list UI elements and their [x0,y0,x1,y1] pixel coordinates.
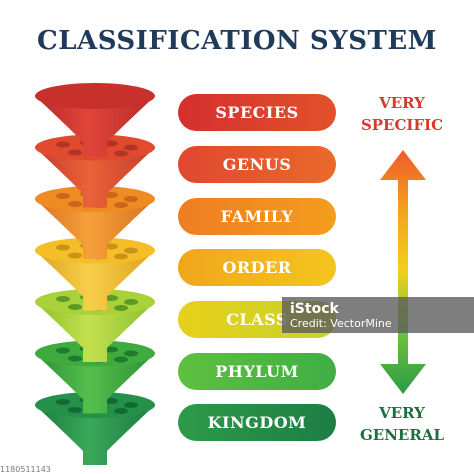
funnel-hole [124,247,138,254]
funnel-stack [35,83,155,465]
very-specific-label: VERY SPECIFIC [350,92,454,136]
funnel-hole [114,408,128,414]
funnel-genus [35,134,155,208]
pill-label: FAMILY [220,207,294,226]
funnel-hole [124,402,138,408]
funnel-body [35,353,155,414]
pill-label: SPECIES [215,103,299,122]
pill-order: ORDER [178,249,336,286]
page-title: CLASSIFICATION SYSTEM [37,26,437,56]
funnel-hole [56,193,70,199]
funnel-hole [68,407,82,413]
funnel-hole [114,305,128,311]
pill-label: GENUS [222,155,292,174]
very-specific-line1: VERY [379,94,425,112]
funnel-hole [68,252,82,259]
funnel-species [35,83,155,156]
funnel-hole [104,192,118,198]
funnel-hole [124,299,138,305]
pill-label: CLASS [226,310,288,329]
funnel-hole [114,202,128,208]
watermark: iStock Credit: VectorMine [282,297,474,333]
funnel-hole [68,149,82,156]
arrow-shape [380,150,426,394]
funnel-body [35,405,155,465]
very-general-line1: VERY [379,404,425,422]
funnel-hole [56,244,70,251]
funnel-hole [114,356,128,363]
funnel-body [35,147,155,208]
funnel-hole [56,141,70,148]
funnel-hole [124,196,138,202]
funnel-hole [56,399,70,405]
funnel-hole [124,350,138,357]
pill-family: FAMILY [178,198,336,235]
funnel-rim [35,83,155,109]
funnel-hole [124,144,138,151]
funnel-hole [68,304,82,310]
pill-label: KINGDOM [207,413,307,432]
funnel-body [35,250,155,311]
pill-label: PHYLUM [215,362,299,381]
funnel-hole [68,201,82,207]
very-specific-line2: SPECIFIC [360,116,444,134]
double-arrow-icon [380,150,426,394]
funnel-hole [104,398,118,404]
pill-phylum: PHYLUM [178,353,336,390]
funnel-hole [56,347,70,354]
watermark-credit: Credit: VectorMine [290,316,392,330]
very-general-label: VERY GENERAL [350,402,454,446]
watermark-brand: iStock [290,300,339,317]
funnel-hole [114,253,128,260]
pill-species: SPECIES [178,94,336,131]
funnel-hole [68,355,82,362]
funnel-body [35,199,155,259]
funnel-hole [104,295,118,301]
pill-label: ORDER [222,258,292,277]
pill-genus: GENUS [178,146,336,183]
very-general-line2: GENERAL [359,426,445,444]
image-id-text: 1180511143 [0,465,51,474]
funnel-hole [104,140,118,147]
funnel-body [35,302,155,362]
funnel-hole [104,243,118,250]
funnel-body [35,96,155,156]
funnel-hole [56,296,70,302]
funnel-hole [114,150,128,157]
pill-kingdom: KINGDOM [178,404,336,441]
funnel-hole [104,346,118,353]
